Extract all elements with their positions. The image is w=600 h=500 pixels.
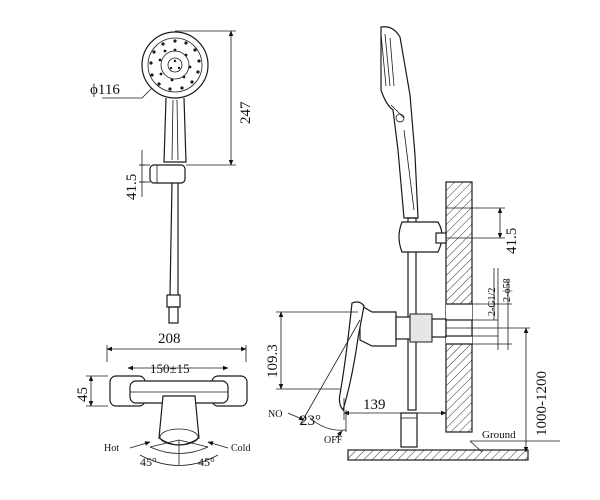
on-label: NO xyxy=(268,409,282,420)
front-center-distance-label: 150±15 xyxy=(150,361,190,376)
spray-nozzles xyxy=(149,39,201,91)
lever-side xyxy=(338,301,365,412)
handshower-head xyxy=(141,31,209,99)
handshower-diameter-label: ϕ116 xyxy=(90,82,120,98)
lever-angle-label: 23° xyxy=(300,413,321,429)
off-label: OFF xyxy=(324,435,343,446)
side-bracket-label: 41.5 xyxy=(504,228,520,254)
angle-left-label: 45° xyxy=(140,455,157,469)
mixer-side-body xyxy=(359,303,397,347)
lever-handle xyxy=(158,395,200,446)
thread-label: 2-G1/2 xyxy=(487,288,498,316)
wall-bracket xyxy=(149,164,186,184)
angle-right-label: 45° xyxy=(198,455,215,469)
outlet-height-label: 109.3 xyxy=(265,344,281,378)
projection-label: 139 xyxy=(363,397,386,413)
handshower-view: ϕ116 247 41.5 xyxy=(90,30,254,324)
ground-section xyxy=(347,449,529,461)
front-width-label: 208 xyxy=(158,331,181,347)
install-height-label: 1000-1200 xyxy=(534,371,550,436)
hole-label: 2-ϕ58 xyxy=(502,278,513,302)
side-view: Ground NO OFF 23° xyxy=(265,26,560,461)
ground-label: Ground xyxy=(482,429,516,441)
front-view: 208 150±15 45 Hot Cold 45° 45° xyxy=(75,331,250,469)
slide-bracket xyxy=(398,221,443,253)
hot-label: Hot xyxy=(104,443,119,454)
handshower-height-label: 247 xyxy=(238,101,254,124)
shower-hose xyxy=(166,182,181,324)
front-height-label: 45 xyxy=(75,387,91,402)
handshower-bracket-label: 41.5 xyxy=(124,174,140,200)
handshower-handle xyxy=(163,97,187,163)
cold-label: Cold xyxy=(231,443,250,454)
